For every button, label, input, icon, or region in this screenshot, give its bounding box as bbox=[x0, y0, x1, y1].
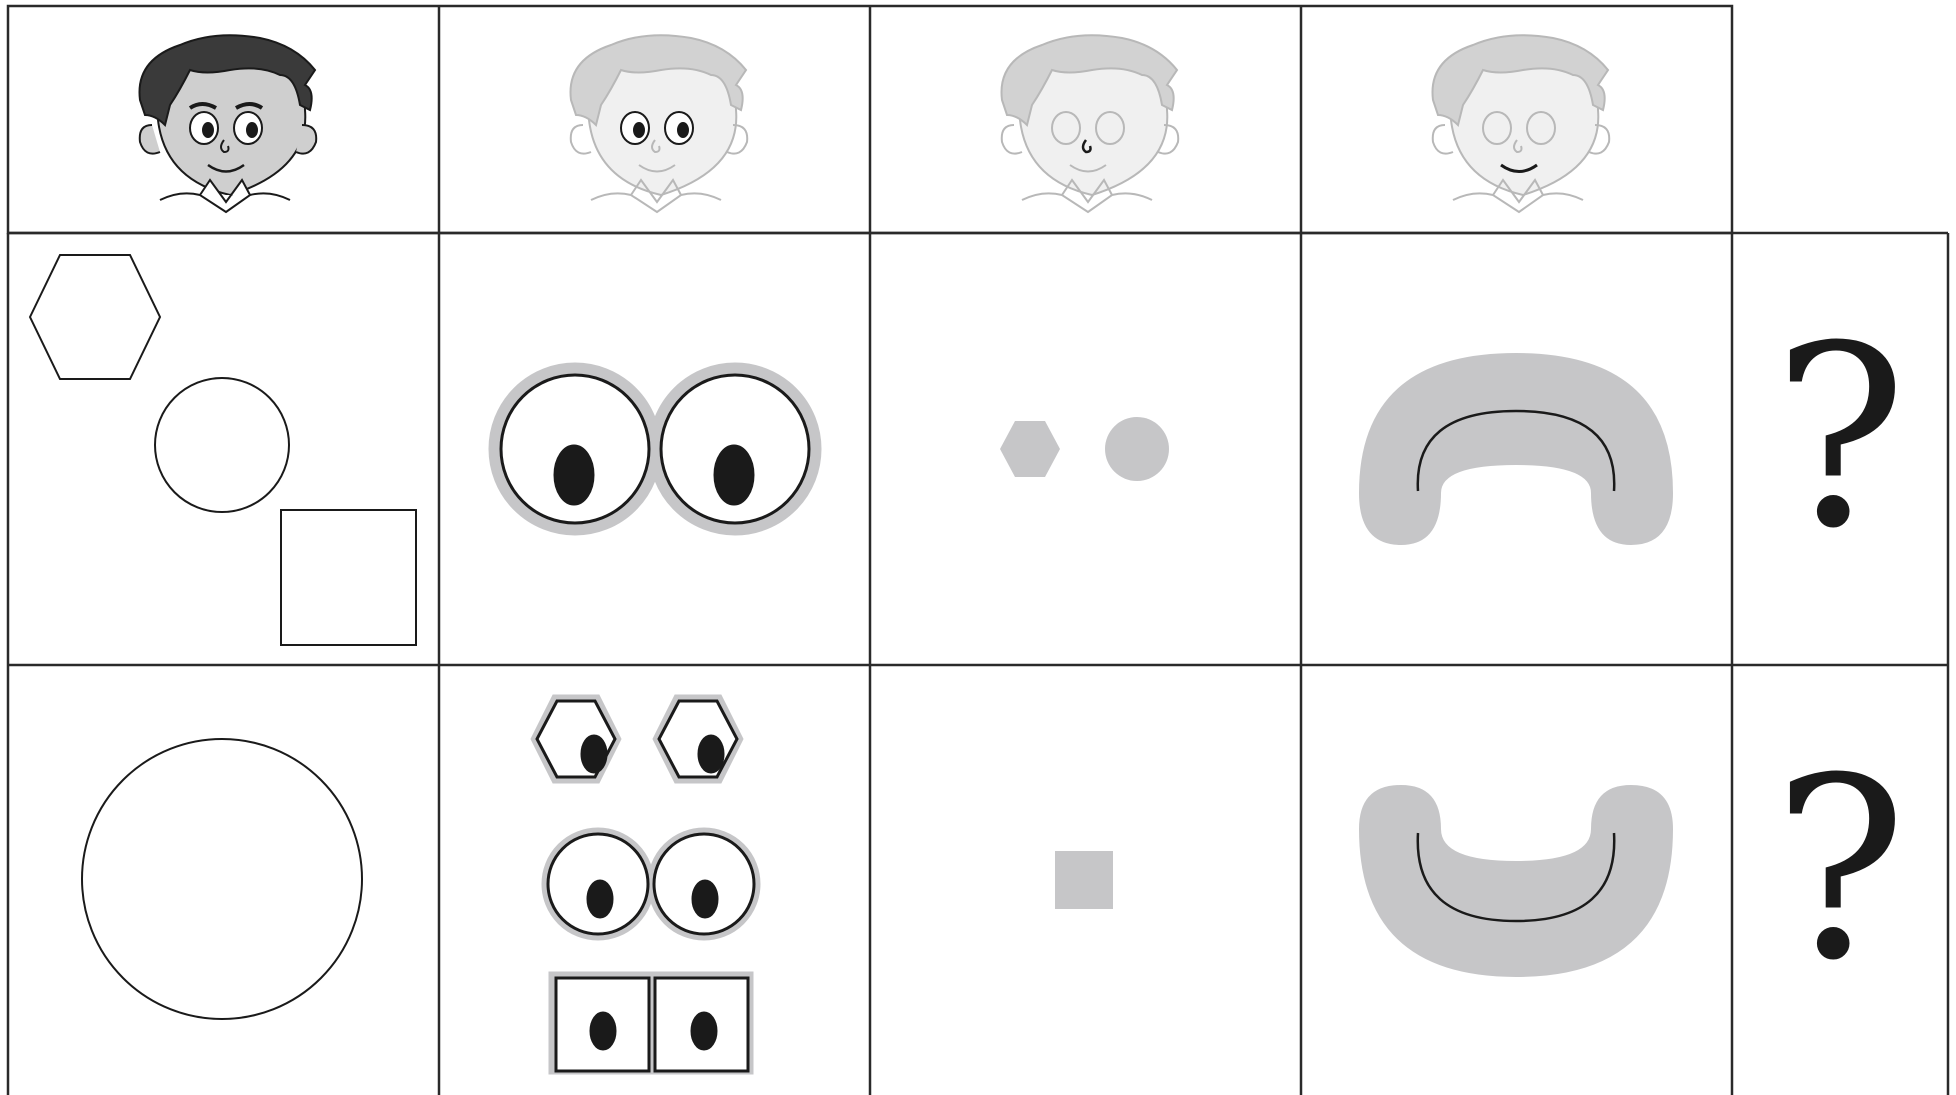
eyes-options bbox=[439, 665, 870, 1095]
circle-eyes bbox=[542, 828, 760, 940]
face-eyes-highlighted bbox=[551, 30, 761, 220]
question-mark: ? bbox=[1732, 745, 1948, 995]
face-full bbox=[120, 30, 330, 220]
question-mark: ? bbox=[1732, 313, 1948, 563]
nose-square bbox=[870, 665, 1301, 1095]
square-eyes bbox=[549, 972, 753, 1074]
face-nose-highlighted bbox=[982, 30, 1192, 220]
eyes-round bbox=[439, 233, 870, 665]
hexagon-shape bbox=[30, 255, 160, 379]
shape-set-circle bbox=[8, 665, 439, 1095]
nose-hexagon-circle bbox=[870, 233, 1301, 665]
circle-shape bbox=[82, 739, 362, 1019]
question-cell-row1: ? bbox=[1732, 233, 1948, 665]
question-cell-row2: ? bbox=[1732, 665, 1948, 1095]
square-shape bbox=[281, 510, 416, 645]
hexagon-eyes bbox=[531, 695, 743, 783]
mouth-frown bbox=[1301, 233, 1732, 665]
face-mouth-highlighted bbox=[1413, 30, 1623, 220]
circle-shape bbox=[155, 378, 289, 512]
mouth-smile bbox=[1301, 665, 1732, 1095]
shape-set-hexagon-circle-square bbox=[8, 233, 439, 665]
